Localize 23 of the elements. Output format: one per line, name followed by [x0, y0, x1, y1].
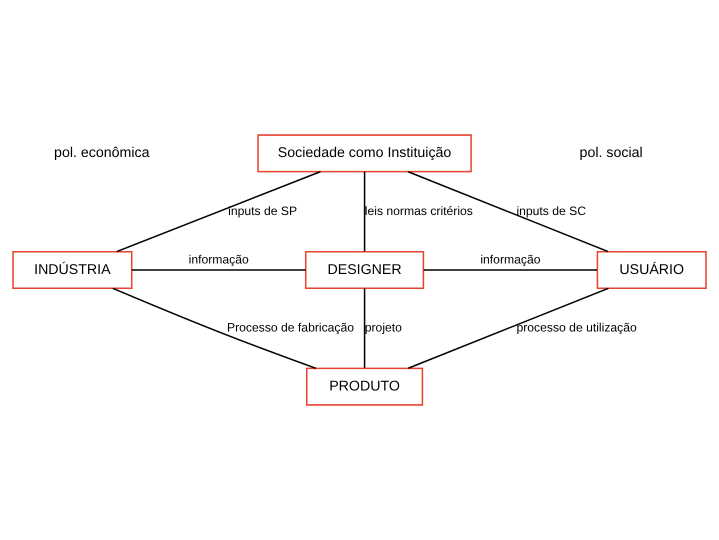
edge-label: leis normas critérios [364, 204, 473, 218]
node-box: Sociedade como Instituição [257, 134, 472, 172]
edge-label: inputs de SP [228, 204, 298, 218]
label: pol. econômica [54, 145, 150, 162]
connector [112, 288, 316, 370]
edge-label: inputs de SC [516, 204, 586, 218]
edge-label: informação [188, 252, 249, 267]
label: pol. social [580, 145, 643, 162]
node-box: USUÁRIO [596, 250, 707, 290]
connector [132, 269, 306, 271]
edge-label: informação [480, 252, 540, 267]
node-box: INDÚSTRIA [12, 250, 132, 290]
node-box: PRODUTO [306, 368, 424, 406]
connector [364, 288, 366, 368]
connector [116, 170, 321, 252]
node-box: DESIGNER [304, 250, 424, 290]
connector [408, 288, 609, 369]
edge-label: projeto [364, 320, 402, 334]
connector [408, 170, 608, 252]
connector [424, 269, 597, 271]
edge-label: processo de utilização [516, 320, 637, 334]
edge-label: Processo de fabricação [226, 320, 354, 334]
connector [364, 172, 366, 252]
